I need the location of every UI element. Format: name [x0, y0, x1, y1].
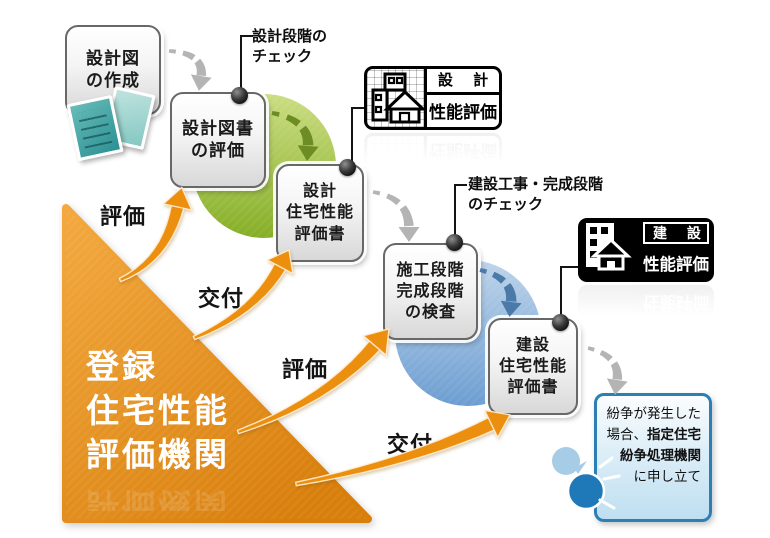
dispute-text: 紛争が発生した場合、	[606, 406, 702, 442]
dispute-text-bold: 指定住宅紛争処理機関	[620, 426, 701, 463]
org-triangle-label: 登録 住宅性能 評価機関	[86, 350, 230, 475]
connector-dot	[339, 159, 356, 176]
design-stage-check-label: 設計段階の チェック	[252, 28, 328, 65]
construction-seal-reflection: 建 設 性能評価	[578, 285, 714, 321]
seal-grade-label: 性能評価	[429, 103, 497, 123]
step-construction-performance-report: 建設 住宅性能 評価書	[488, 318, 578, 415]
connector-line	[560, 266, 562, 320]
connector-line	[351, 107, 364, 109]
org-triangle	[62, 204, 372, 523]
step-construction-inspection: 施工段階 完成段階 の検査	[383, 243, 478, 340]
construction-stage-check-label: 建設工事・完成段階 のチェック	[468, 176, 604, 213]
design-performance-seal: 設 計 性能評価	[364, 66, 502, 130]
seal-type-label: 設 計	[427, 69, 499, 95]
connector-dot	[446, 234, 463, 251]
step-design-performance-report: 設計 住宅性能 評価書	[276, 164, 364, 262]
step-design-document-evaluation: 設計図書 の評価	[170, 92, 266, 188]
connector-line	[561, 266, 578, 268]
connector-line	[454, 184, 467, 186]
seal-type-label: 建 設	[643, 222, 709, 245]
dispute-text: に申し立て	[633, 468, 702, 484]
building-house-icon	[578, 218, 638, 282]
seal-grade-label: 性能評価	[643, 256, 709, 275]
dispute-resolution-box: 紛争が発生した場合、指定住宅紛争処理機関に申し立て	[594, 393, 712, 522]
evaluate-label-1: 評価	[100, 204, 147, 229]
connector-dot	[552, 314, 569, 331]
connector-dot	[231, 87, 248, 104]
design-seal-reflection: 設 計 性能評価	[364, 133, 502, 169]
connector-line	[351, 107, 353, 165]
blueprint-house-icon	[367, 69, 427, 127]
connector-line	[241, 35, 253, 37]
connector-line	[240, 35, 242, 92]
construction-performance-seal: 建 設 性能評価	[578, 218, 714, 282]
evaluate-label-2: 評価	[282, 357, 329, 382]
issue-label-1: 交付	[198, 286, 245, 311]
connector-line	[454, 184, 456, 240]
